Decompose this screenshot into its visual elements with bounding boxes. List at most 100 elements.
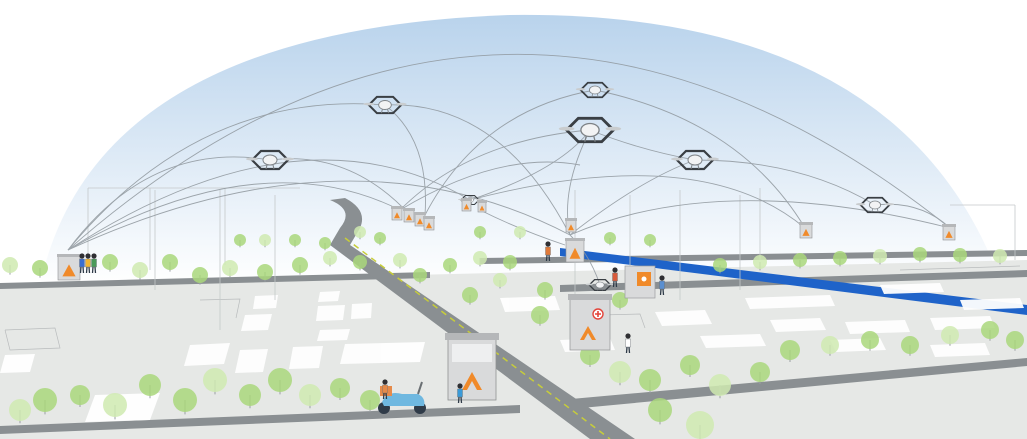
quadcopter-drone-icon <box>558 116 622 144</box>
delivery-station-icon <box>57 254 81 281</box>
delivery-station-icon <box>799 222 813 239</box>
medical-station <box>568 294 612 351</box>
tree-icon <box>833 251 847 267</box>
tree-icon <box>257 264 273 282</box>
person-icon <box>659 275 665 296</box>
delivery-station-icon <box>461 198 472 212</box>
delivery-station-icon <box>565 238 585 263</box>
quadcopter-drone-icon <box>575 81 615 99</box>
tree-icon <box>192 267 208 285</box>
tree-icon <box>1006 331 1024 351</box>
lots-left <box>0 291 425 422</box>
quadcopter-drone-icon <box>363 95 407 115</box>
tree-icon <box>609 361 631 386</box>
delivery-station-icon <box>403 208 415 223</box>
person-icon <box>91 253 97 274</box>
tree-icon <box>993 249 1007 265</box>
tree-icon <box>493 273 507 289</box>
main-road <box>330 198 635 439</box>
tree-icon <box>259 234 271 248</box>
tree-icon <box>680 355 700 377</box>
near-road-right <box>560 358 1027 410</box>
tree-icon <box>503 255 517 271</box>
delivery-station-icon <box>391 206 403 221</box>
tree-icon <box>222 260 238 278</box>
quadcopter-drone-icon <box>855 196 895 214</box>
tree-icon <box>330 378 350 400</box>
delivery-station-icon <box>565 218 577 233</box>
flight-arcs <box>67 53 951 286</box>
tree-icon <box>173 388 197 415</box>
delivery-station-icon <box>477 200 487 213</box>
tree-icon <box>132 262 148 280</box>
quadcopter-drone-icon <box>585 278 615 292</box>
people <box>79 241 665 404</box>
tree-icon <box>474 226 486 240</box>
tree-icon <box>941 326 959 346</box>
tree-icon <box>686 411 714 439</box>
tree-icon <box>9 399 31 424</box>
delivery-station-icon <box>942 224 956 241</box>
tree-icon <box>793 253 807 269</box>
tree-icon <box>821 336 839 356</box>
tree-icon <box>354 226 366 240</box>
person-icon <box>85 253 91 274</box>
tree-icon <box>750 362 770 384</box>
tree-icon <box>901 336 919 356</box>
tree-icon <box>203 368 227 395</box>
tree-icon <box>473 251 487 267</box>
tree-icon <box>873 249 887 265</box>
stations <box>57 198 956 281</box>
tree-icon <box>861 331 879 351</box>
tree-icon <box>234 234 246 248</box>
person-icon <box>545 241 551 262</box>
tree-icon <box>644 234 656 248</box>
medical-cross-icon <box>592 308 604 320</box>
person-icon <box>625 333 631 354</box>
delivery-station-icon <box>423 216 435 231</box>
tree-icon <box>413 268 427 284</box>
trees <box>2 226 1024 439</box>
tree-icon <box>443 258 457 274</box>
tree-icon <box>780 340 800 362</box>
tree-icon <box>319 237 331 251</box>
canal <box>560 248 1027 315</box>
tree-icon <box>913 247 927 263</box>
tree-icon <box>162 254 178 272</box>
tree-icon <box>639 369 661 394</box>
person-icon <box>457 383 463 404</box>
sky-dome <box>40 14 1000 286</box>
drones <box>246 81 895 292</box>
main-delivery-station <box>445 333 499 401</box>
tree-icon <box>32 260 48 278</box>
tree-icon <box>537 282 553 300</box>
tree-icon <box>374 232 386 246</box>
tree-icon <box>139 374 161 399</box>
tree-icon <box>33 388 57 415</box>
parcel-outlines <box>4 265 1021 351</box>
tree-icon <box>531 306 549 326</box>
person-icon <box>382 379 388 400</box>
tree-icon <box>604 232 616 246</box>
person-icon <box>612 267 618 288</box>
tree-icon <box>239 384 261 409</box>
tree-icon <box>70 385 90 407</box>
tree-icon <box>462 287 478 305</box>
tree-icon <box>103 393 127 420</box>
tree-icon <box>953 248 967 264</box>
near-road-left <box>0 405 520 434</box>
tree-icon <box>268 368 292 395</box>
tree-icon <box>289 234 301 248</box>
tree-icon <box>292 257 308 275</box>
tree-icon <box>753 255 767 271</box>
quadcopter-drone-icon <box>671 149 719 171</box>
tree-icon <box>612 292 628 310</box>
mid-station <box>624 265 656 299</box>
tree-icon <box>323 251 337 267</box>
tree-icon <box>981 321 999 341</box>
tree-icon <box>360 390 380 412</box>
tree-icon <box>102 254 118 272</box>
tree-icon <box>709 374 731 399</box>
